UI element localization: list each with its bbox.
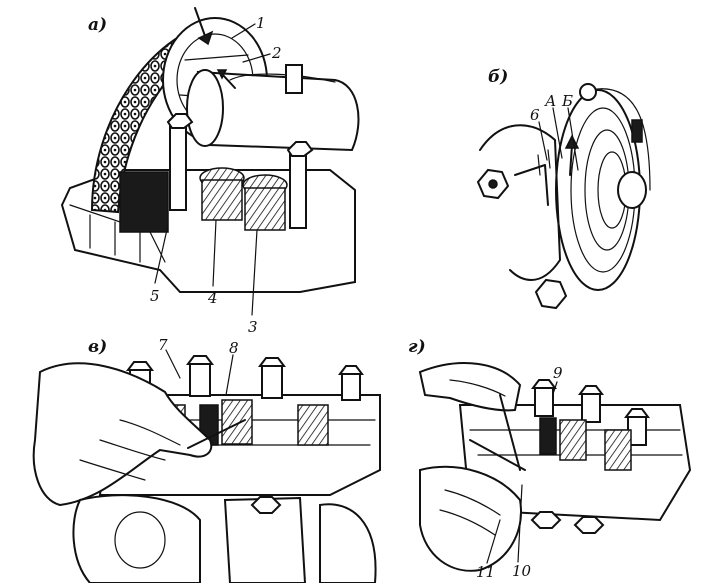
panel-g-letter: г) <box>408 337 426 357</box>
callout-1: 1 <box>256 14 266 32</box>
panel-g <box>418 362 692 572</box>
mark-a: А <box>544 92 556 110</box>
callout-2: 2 <box>271 44 282 62</box>
callout-4: 4 <box>207 289 218 307</box>
callout-9: 9 <box>553 364 563 382</box>
callout-6: 6 <box>530 106 540 124</box>
callout-3: 3 <box>248 318 258 336</box>
panel-v <box>32 349 381 583</box>
panel-a <box>60 7 360 316</box>
panel-b-letter: б) <box>488 67 508 87</box>
callout-8: 8 <box>229 339 239 357</box>
callout-11: 11 <box>476 563 495 581</box>
callout-5: 5 <box>150 287 160 305</box>
callout-7: 7 <box>158 336 168 354</box>
mark-b: Б <box>561 92 573 110</box>
callout-10: 10 <box>512 562 532 580</box>
panel-a-letter: а) <box>88 15 107 35</box>
panel-v-letter: в) <box>88 337 107 357</box>
panel-b <box>476 83 651 310</box>
